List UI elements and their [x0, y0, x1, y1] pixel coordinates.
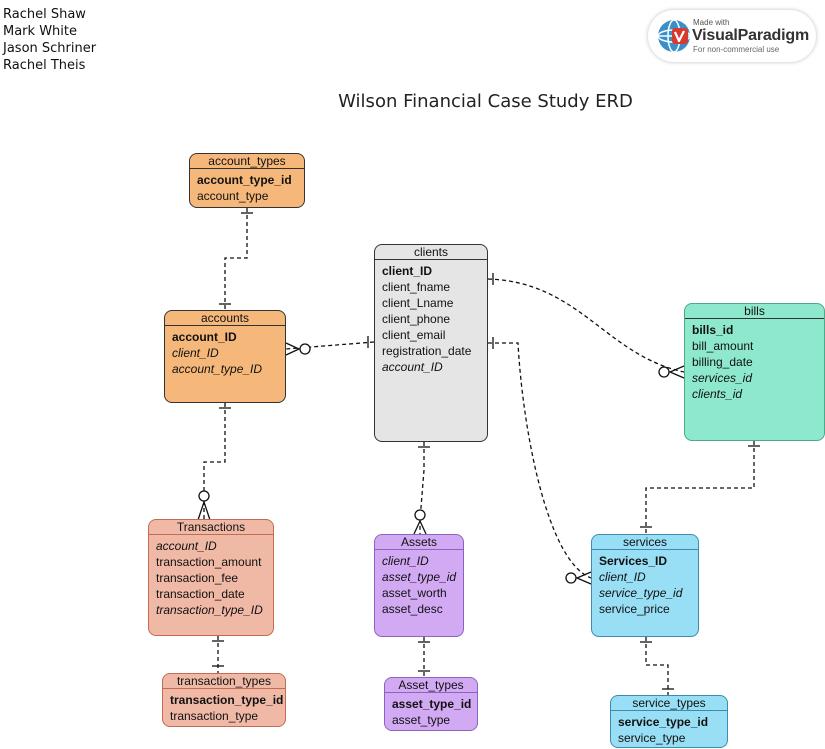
entity-field: asset_type — [392, 713, 451, 727]
logo-made-with: Made with — [693, 18, 730, 27]
entity-name: bills — [685, 304, 824, 319]
zero-marker — [299, 343, 311, 355]
entity-assets[interactable]: Assets client_ID asset_type_id asset_wor… — [374, 534, 464, 637]
entity-name: Assets — [375, 535, 463, 550]
author-name: Mark White — [3, 24, 77, 39]
logo-brand-part: Visual — [692, 27, 738, 44]
entity-field: bill_amount — [692, 339, 754, 353]
entity-name: clients — [375, 245, 487, 260]
entity-field: account_type — [197, 189, 269, 203]
entity-field: services_id — [692, 371, 753, 385]
relationship-account-types-accounts — [224, 208, 248, 311]
author-name: Rachel Theis — [3, 58, 86, 73]
globe-logo-icon — [657, 19, 691, 53]
entity-field: account_ID — [156, 539, 217, 553]
entity-field: asset_desc — [382, 602, 443, 616]
entity-name: Transactions — [149, 520, 273, 535]
entity-account-types[interactable]: account_types account_type_id account_ty… — [189, 153, 305, 208]
entity-field: client_ID — [599, 570, 646, 584]
many-marker — [668, 365, 685, 379]
entity-field: transaction_amount — [156, 555, 262, 569]
entity-field: client_fname — [382, 280, 451, 294]
logo-license-note: For non-commercial use — [693, 45, 780, 54]
entity-services[interactable]: services Services_ID client_ID service_t… — [591, 534, 699, 637]
entity-accounts[interactable]: accounts account_ID client_ID account_ty… — [164, 310, 286, 403]
many-marker — [285, 342, 301, 356]
entity-name: service_types — [611, 696, 727, 711]
relationship-clients-assets — [419, 442, 425, 534]
entity-field: client_phone — [382, 312, 451, 326]
entity-field: clients_id — [692, 387, 743, 401]
author-name: Jason Schriner — [3, 41, 97, 56]
author-list: Rachel Shaw Mark White Jason Schriner Ra… — [3, 6, 96, 74]
entity-field: transaction_type_ID — [156, 603, 263, 617]
entity-field: billing_date — [692, 355, 753, 369]
entity-name: transaction_types — [163, 674, 285, 689]
diagram-title: Wilson Financial Case Study ERD — [338, 91, 633, 112]
entity-field: transaction_fee — [156, 571, 239, 585]
entity-field: service_price — [599, 602, 670, 616]
entity-field: service_type — [618, 731, 686, 745]
relationship-clients-bills — [487, 278, 685, 373]
entity-field: Services_ID — [599, 554, 668, 568]
many-marker — [413, 519, 427, 535]
entity-field: transaction_type — [170, 709, 259, 723]
visual-paradigm-badge: Made with VisualParadigm For non-commerc… — [648, 10, 816, 62]
entity-field: asset_worth — [382, 586, 447, 600]
entity-field: client_ID — [172, 346, 219, 360]
entity-field: client_ID — [382, 264, 433, 278]
entity-name: accounts — [165, 311, 285, 326]
entity-field: account_type_id — [197, 173, 292, 187]
entity-field: client_Lname — [382, 296, 454, 310]
entity-field: client_email — [382, 328, 446, 342]
entity-asset-types[interactable]: Asset_types asset_type_id asset_type — [384, 677, 478, 731]
relationship-clients-services — [488, 342, 592, 579]
entity-field: bills_id — [692, 323, 734, 337]
entity-field: account_ID — [382, 360, 443, 374]
entity-field: service_type_id — [599, 586, 683, 600]
relationship-bills-services — [645, 441, 755, 534]
entity-transaction-types[interactable]: transaction_types transaction_type_id tr… — [162, 673, 286, 727]
relationship-clients-accounts — [285, 341, 375, 350]
entity-name: Asset_types — [385, 678, 477, 693]
entity-field: transaction_type_id — [170, 693, 284, 707]
many-marker — [197, 499, 211, 521]
entity-field: client_ID — [382, 554, 429, 568]
entity-field: asset_type_id — [392, 697, 472, 711]
entity-name: account_types — [190, 154, 304, 169]
zero-marker — [658, 366, 670, 378]
entity-transactions[interactable]: Transactions account_ID transaction_amou… — [148, 519, 274, 636]
relationship-service-types-services — [645, 637, 669, 696]
entity-field: account_ID — [172, 330, 237, 344]
entity-field: asset_type_id — [382, 570, 457, 584]
zero-marker — [198, 490, 210, 502]
zero-marker — [565, 572, 577, 584]
zero-marker — [414, 509, 426, 521]
entity-field: account_type_ID — [172, 362, 263, 376]
entity-name: services — [592, 535, 698, 550]
entity-field: transaction_date — [156, 587, 245, 601]
logo-brand: VisualParadigm — [692, 27, 809, 45]
entity-service-types[interactable]: service_types service_type_id service_ty… — [610, 695, 728, 748]
entity-field: registration_date — [382, 344, 472, 358]
many-marker — [575, 571, 592, 585]
relationship-accounts-transactions — [203, 403, 226, 520]
entity-clients[interactable]: clients client_ID client_fname client_Ln… — [374, 244, 488, 442]
entity-bills[interactable]: bills bills_id bill_amount billing_date … — [684, 303, 825, 441]
logo-brand-part: Paradigm — [737, 27, 810, 44]
entity-field: service_type_id — [618, 715, 709, 729]
author-name: Rachel Shaw — [3, 7, 86, 22]
